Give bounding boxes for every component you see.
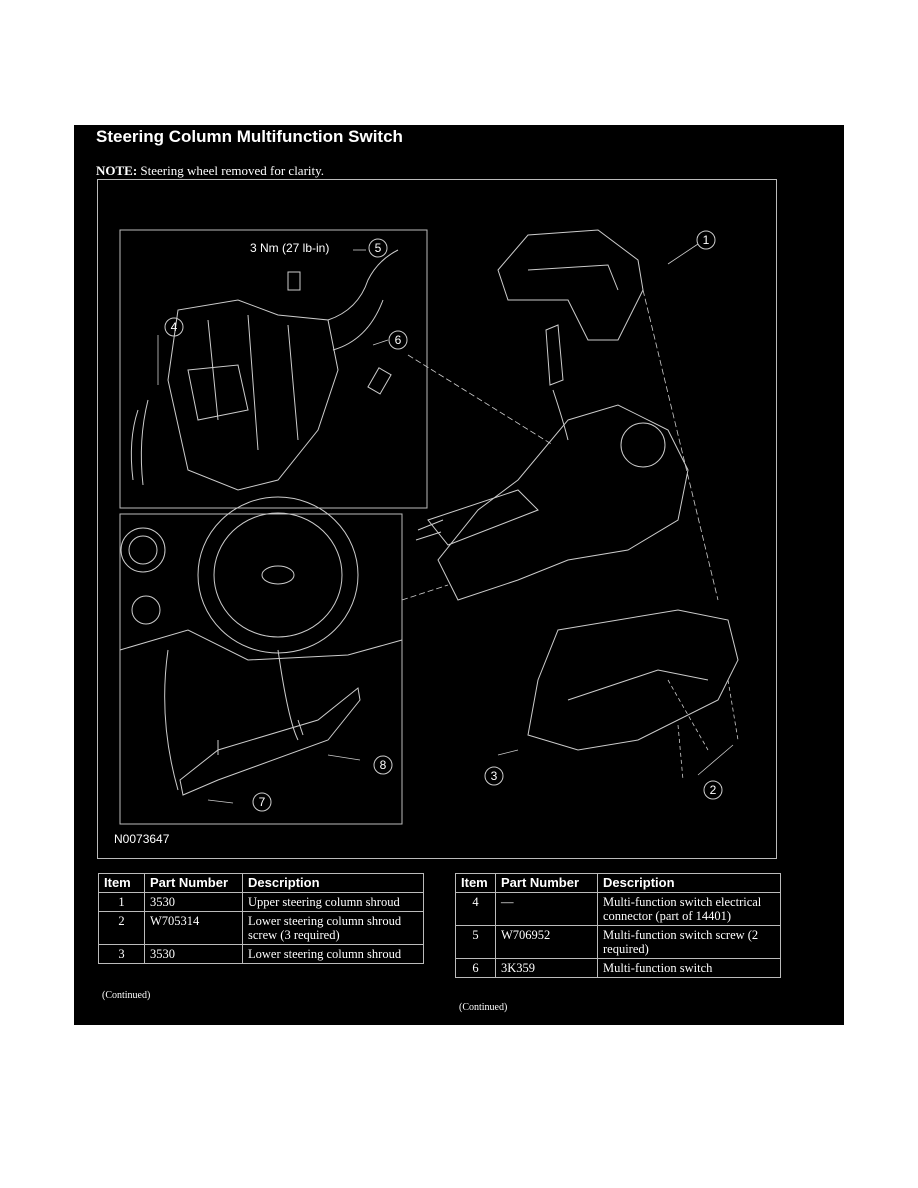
- table-row: 2 W705314 Lower steering column shroud s…: [98, 911, 424, 945]
- callout-5: [368, 238, 388, 258]
- table-row: 3 3530 Lower steering column shroud: [98, 944, 424, 964]
- row-part-number: 3K359: [495, 958, 598, 978]
- row-part-number: W705314: [144, 911, 243, 945]
- header-item: Item: [455, 873, 496, 893]
- continued-note-left: (Continued): [102, 990, 151, 1001]
- callout-4-label: 4: [171, 320, 178, 334]
- row-description: Upper steering column shroud: [242, 892, 424, 912]
- row-item: 1: [98, 892, 145, 912]
- exploded-view-figure: 1 2 3 4 5 6 7 8 3 Nm (27 lb-in) N0073647: [97, 179, 777, 859]
- callout-2: [703, 780, 723, 800]
- row-description: Multi-function switch electrical connect…: [597, 892, 781, 926]
- row-description: Lower steering column shroud screw (3 re…: [242, 911, 424, 945]
- callout-8-label: 8: [380, 758, 387, 772]
- row-item: 3: [98, 944, 145, 964]
- parts-table-right: Item Part Number Description 4 — Multi-f…: [455, 873, 781, 978]
- row-part-number: 3530: [144, 944, 243, 964]
- callout-8: [373, 755, 393, 775]
- row-item: 2: [98, 911, 145, 945]
- table-row: 4 — Multi-function switch electrical con…: [455, 892, 781, 926]
- document-sheet: Steering Column Multifunction Switch NOT…: [74, 125, 844, 1025]
- row-description: Lower steering column shroud: [242, 944, 424, 964]
- callout-6: [388, 330, 408, 350]
- table-row: 6 3K359 Multi-function switch: [455, 958, 781, 978]
- header-description: Description: [242, 873, 424, 893]
- callout-7-label: 7: [259, 795, 266, 809]
- row-description: Multi-function switch screw (2 required): [597, 925, 781, 959]
- header-part-number: Part Number: [495, 873, 598, 893]
- table-row: 1 3530 Upper steering column shroud: [98, 892, 424, 912]
- header-description: Description: [597, 873, 781, 893]
- table-header-row: Item Part Number Description: [455, 873, 781, 893]
- column-body-sketch: [437, 404, 689, 601]
- upper-shroud-sketch: [497, 229, 644, 341]
- callout-2-label: 2: [710, 783, 717, 797]
- callout-3: [484, 766, 504, 786]
- multifunction-switch-sketch: [130, 249, 399, 491]
- callout-6-label: 6: [395, 333, 402, 347]
- torque-spec-label: 3 Nm (27 lb-in): [250, 241, 329, 255]
- dashboard-detail-inset: [119, 513, 403, 825]
- figure-id-label: N0073647: [114, 832, 170, 846]
- figure-illustration: 1 2 3 4 5 6 7 8 3 Nm (27 lb-in) N0073647: [114, 229, 739, 846]
- callout-7: [252, 792, 272, 812]
- row-part-number: 3530: [144, 892, 243, 912]
- row-item: 6: [455, 958, 496, 978]
- row-item: 5: [455, 925, 496, 959]
- table-row: 5 W706952 Multi-function switch screw (2…: [455, 925, 781, 959]
- row-item: 4: [455, 892, 496, 926]
- dashboard-sketch: [119, 496, 403, 796]
- page-title: Steering Column Multifunction Switch: [96, 127, 403, 146]
- row-description: Multi-function switch: [597, 958, 781, 978]
- parts-table-left: Item Part Number Description 1 3530 Uppe…: [98, 873, 424, 964]
- note-label: NOTE:: [96, 163, 138, 178]
- callout-1: [696, 230, 716, 250]
- continued-note-right: (Continued): [459, 1002, 508, 1013]
- callout-3-label: 3: [491, 769, 498, 783]
- callout-5-label: 5: [375, 241, 382, 255]
- table-header-row: Item Part Number Description: [98, 873, 424, 893]
- connector-detail-inset: [119, 229, 428, 509]
- callout-4: [164, 317, 184, 337]
- callout-1-label: 1: [703, 233, 710, 247]
- steering-column-sketch: [415, 229, 739, 751]
- row-part-number: —: [495, 892, 598, 926]
- row-part-number: W706952: [495, 925, 598, 959]
- header-part-number: Part Number: [144, 873, 243, 893]
- note-text: Steering wheel removed for clarity.: [140, 163, 325, 178]
- lower-shroud-sketch: [527, 609, 739, 751]
- header-item: Item: [98, 873, 145, 893]
- note: NOTE: Steering wheel removed for clarity…: [96, 163, 324, 179]
